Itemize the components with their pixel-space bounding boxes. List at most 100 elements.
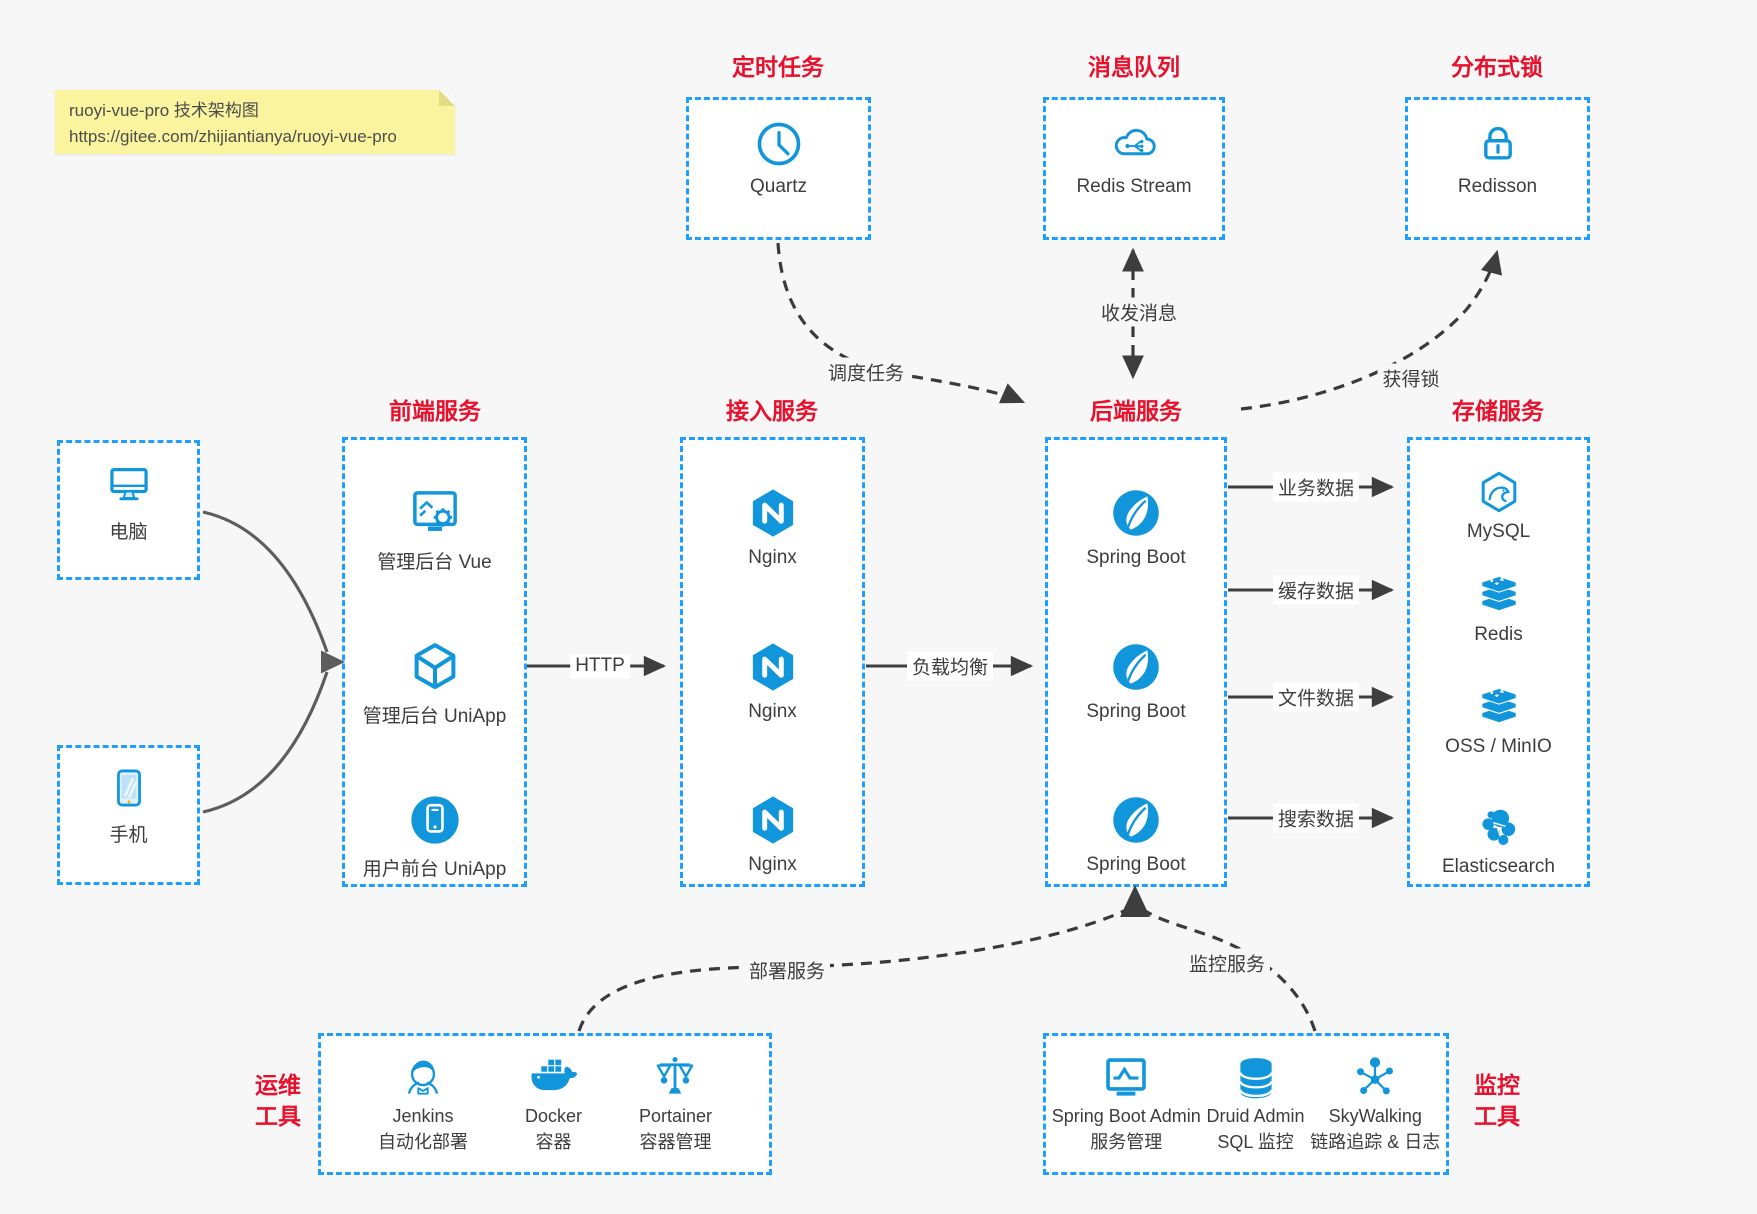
admin-vue-node: 管理后台 Vue xyxy=(345,485,524,574)
title-frontend-services: 前端服务 xyxy=(389,398,481,424)
spring-boot-node: Spring Boot xyxy=(1048,792,1224,876)
druid-admin-label: Druid Admin xyxy=(1206,1105,1305,1126)
edge-label-cache-data: 缓存数据 xyxy=(1272,575,1360,605)
elasticsearch-icon xyxy=(1476,804,1522,850)
nginx-label: Nginx xyxy=(748,854,797,875)
mobile-phone-icon xyxy=(103,762,155,814)
redis-node: Redis xyxy=(1410,572,1587,646)
portainer-scales-icon xyxy=(650,1053,700,1103)
spring-boot-label: Spring Boot xyxy=(1086,854,1186,875)
docker-desc: 容器 xyxy=(535,1132,572,1152)
title-scheduled-tasks: 定时任务 xyxy=(732,54,824,80)
docker-label: Docker xyxy=(524,1105,582,1126)
redis-stream-label: Redis Stream xyxy=(1076,176,1192,197)
redis-stream-box: Redis Stream xyxy=(1043,97,1225,240)
pc-label: 电脑 xyxy=(109,522,148,543)
redis-label: Redis xyxy=(1474,624,1523,645)
edge-label-file-data: 文件数据 xyxy=(1272,682,1360,712)
mobile-client-box: 手机 xyxy=(57,745,200,885)
pc-client-box: 电脑 xyxy=(57,440,200,580)
jenkins-label: Jenkins xyxy=(392,1105,454,1126)
user-uniapp-label: 用户前台 UniApp xyxy=(362,859,507,880)
pc-to-frontend-curve xyxy=(202,510,329,653)
title-message-queue: 消息队列 xyxy=(1088,54,1180,80)
ops-tools-box: Jenkins 自动化部署 Docker 容器 xyxy=(318,1033,772,1175)
lock-icon xyxy=(1472,118,1524,170)
oss-minio-node: OSS / MinIO xyxy=(1410,684,1587,758)
portainer-node: Portainer 容器管理 xyxy=(639,1053,712,1155)
nginx-node: Nginx xyxy=(683,792,862,876)
druid-admin-node: Druid Admin SQL 监控 xyxy=(1207,1053,1305,1155)
admin-uniapp-label: 管理后台 UniApp xyxy=(362,706,507,727)
note-url: https://gitee.com/zhijiantianya/ruoyi-vu… xyxy=(69,127,397,147)
quartz-box: Quartz xyxy=(686,97,871,240)
mobile-label: 手机 xyxy=(109,825,148,846)
spring-boot-node: Spring Boot xyxy=(1048,639,1224,723)
redis-stack-icon xyxy=(1476,572,1522,618)
spring-boot-admin-node: Spring Boot Admin 服务管理 xyxy=(1052,1053,1201,1155)
title-distributed-lock: 分布式锁 xyxy=(1451,54,1543,80)
mysql-node: MySQL xyxy=(1410,469,1587,543)
skywalking-node: SkyWalking 链路追踪 & 日志 xyxy=(1310,1053,1440,1155)
admin-uniapp-node: 管理后台 UniApp xyxy=(345,639,524,728)
edge-label-load-balance: 负载均衡 xyxy=(906,651,994,681)
mysql-icon xyxy=(1476,469,1522,515)
mobile-to-frontend-curve xyxy=(202,671,329,814)
edge-label-monitor: 监控服务 xyxy=(1183,948,1271,978)
spring-boot-admin-icon xyxy=(1101,1053,1151,1103)
title-storage-services: 存储服务 xyxy=(1452,398,1544,424)
oss-minio-label: OSS / MinIO xyxy=(1445,736,1552,757)
nginx-node: Nginx xyxy=(683,485,862,569)
edge-label-search-data: 搜索数据 xyxy=(1272,803,1360,833)
uniapp-cube-icon xyxy=(407,639,463,695)
monitoring-tools-box: Spring Boot Admin 服务管理 Druid Admin SQL 监… xyxy=(1043,1033,1449,1175)
jenkins-icon xyxy=(398,1053,448,1103)
druid-database-icon xyxy=(1231,1053,1281,1103)
admin-vue-label: 管理后台 Vue xyxy=(377,552,492,573)
skywalking-label: SkyWalking xyxy=(1328,1105,1422,1126)
spring-boot-icon xyxy=(1108,639,1164,695)
docker-node: Docker 容器 xyxy=(525,1053,582,1155)
skywalking-topology-icon xyxy=(1350,1053,1400,1103)
deploy-monitor-arrowhead xyxy=(1120,885,1150,917)
admin-vue-icon xyxy=(407,485,463,541)
jenkins-desc: 自动化部署 xyxy=(377,1132,468,1152)
spring-boot-icon xyxy=(1108,485,1164,541)
skywalking-desc: 链路追踪 & 日志 xyxy=(1310,1132,1441,1152)
note-fold-corner xyxy=(439,90,455,106)
quartz-label: Quartz xyxy=(749,176,808,197)
user-app-icon xyxy=(407,792,463,848)
portainer-desc: 容器管理 xyxy=(639,1132,712,1152)
edge-label-send-receive: 收发消息 xyxy=(1095,297,1183,327)
desktop-icon xyxy=(103,459,155,511)
spring-boot-node: Spring Boot xyxy=(1048,485,1224,569)
portainer-label: Portainer xyxy=(638,1105,713,1126)
nginx-icon xyxy=(745,792,801,848)
monitoring-tools-title: 监控 工具 xyxy=(1474,1072,1520,1130)
docker-icon xyxy=(528,1053,578,1103)
cloud-message-icon xyxy=(1108,118,1160,170)
redisson-label: Redisson xyxy=(1457,176,1538,197)
spring-boot-admin-label: Spring Boot Admin xyxy=(1051,1105,1201,1126)
edge-label-schedule-task: 调度任务 xyxy=(822,357,910,387)
spring-boot-admin-desc: 服务管理 xyxy=(1090,1132,1163,1152)
frontend-box: 管理后台 Vue 管理后台 UniApp 用户前台 UniApp xyxy=(342,437,527,887)
elasticsearch-label: Elasticsearch xyxy=(1442,856,1555,877)
mysql-label: MySQL xyxy=(1466,521,1531,542)
gateway-box: Nginx Nginx Nginx xyxy=(680,437,865,887)
redisson-box: Redisson xyxy=(1405,97,1590,240)
jenkins-node: Jenkins 自动化部署 xyxy=(378,1053,468,1155)
nginx-label: Nginx xyxy=(748,547,797,568)
backend-box: Spring Boot Spring Boot Spring Boot xyxy=(1045,437,1227,887)
nginx-icon xyxy=(745,485,801,541)
nginx-icon xyxy=(745,639,801,695)
edge-label-business-data: 业务数据 xyxy=(1272,472,1360,502)
oss-stack-icon xyxy=(1476,684,1522,730)
spring-boot-label: Spring Boot xyxy=(1086,547,1186,568)
elasticsearch-node: Elasticsearch xyxy=(1410,804,1587,878)
note-title: ruoyi-vue-pro 技术架构图 xyxy=(69,101,259,120)
acquire-lock-curve xyxy=(1240,249,1503,411)
user-uniapp-node: 用户前台 UniApp xyxy=(345,792,524,881)
title-backend-services: 后端服务 xyxy=(1090,398,1182,424)
